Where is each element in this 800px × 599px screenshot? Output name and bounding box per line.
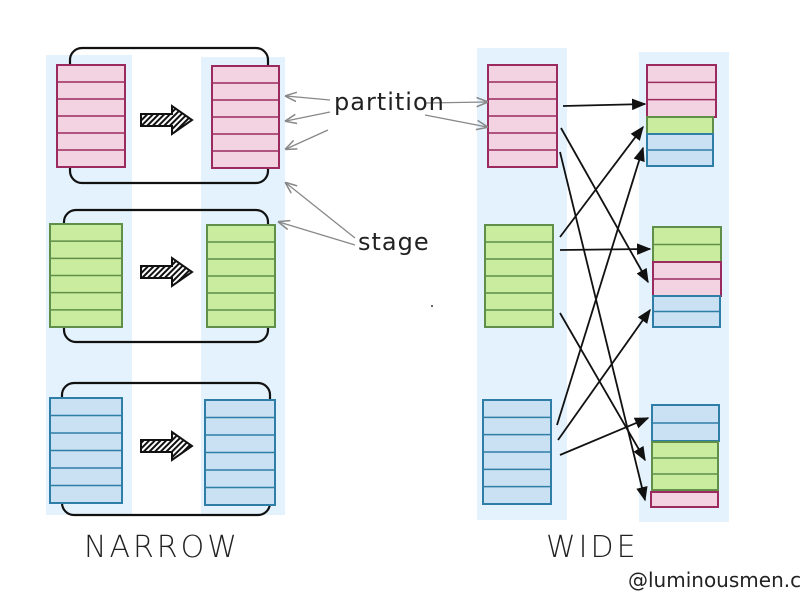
label-pointer-arrow — [286, 129, 329, 149]
stray-dot — [431, 305, 433, 307]
hatched-arrow-icon — [140, 104, 194, 136]
shuffle-arrow — [559, 417, 650, 456]
label-pointer-arrow — [286, 96, 331, 100]
credit-label: @luminousmen.com — [628, 568, 800, 592]
hatched-arrow-icon — [140, 430, 194, 462]
wide-target-3-green — [651, 441, 719, 491]
wide-label: WIDE — [546, 530, 639, 565]
shuffle-arrow — [560, 127, 649, 284]
shuffle-arrow — [559, 125, 644, 238]
label-pointer-arrow — [286, 183, 356, 239]
shuffle-arrow — [557, 308, 651, 441]
shuffle-arrows — [556, 98, 652, 502]
partition-label: partition — [334, 88, 445, 116]
narrow-label: NARROW — [84, 530, 240, 565]
shuffle-arrow — [556, 146, 645, 426]
shuffle-arrow — [559, 151, 648, 502]
wide-target-1-pink — [646, 64, 717, 118]
label-pointer-arrow — [279, 222, 356, 246]
shuffle-arrow — [559, 312, 646, 462]
hatched-arrow-icon — [140, 256, 194, 288]
label-pointer-arrow — [286, 111, 331, 121]
transform-arrows — [140, 104, 194, 462]
label-pointer-arrow — [424, 114, 487, 127]
partition-blocks — [49, 64, 722, 508]
label-pointers — [279, 96, 487, 307]
wide-target-1-green — [646, 116, 714, 135]
stage-label: stage — [358, 228, 430, 256]
wide-target-3-pink — [650, 491, 719, 508]
label-pointer-arrow — [424, 102, 487, 103]
shuffle-arrow — [559, 243, 652, 255]
shuffle-arrow — [562, 98, 647, 111]
